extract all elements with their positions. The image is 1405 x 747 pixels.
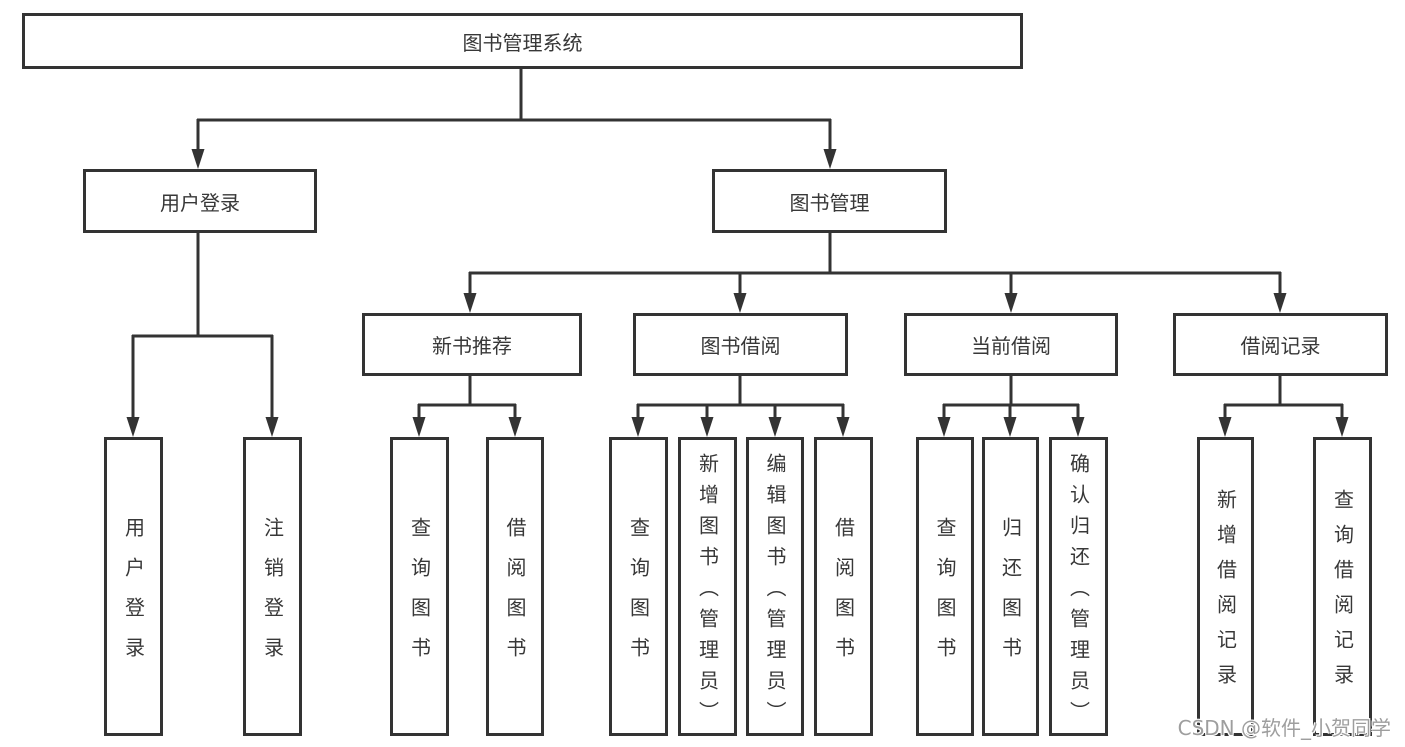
- node-label: 新增图书（管理员）: [695, 452, 720, 732]
- csdn-watermark: CSDN @软件_小贺同学: [1177, 716, 1391, 740]
- node-label: 查询图书: [407, 516, 432, 677]
- node-new-book-recommend: 新书推荐: [362, 313, 582, 376]
- node-label: 归还图书: [998, 516, 1023, 677]
- node-borrow-records: 借阅记录: [1173, 313, 1388, 376]
- node-current-borrow: 当前借阅: [904, 313, 1118, 376]
- leaf-query-books-recommend: 查询图书: [390, 437, 449, 736]
- arrowheads: [126, 149, 1349, 437]
- leaf-logout: 注销登录: [243, 437, 302, 736]
- node-label: 用户登录: [160, 190, 240, 215]
- node-label: 查询图书: [933, 516, 957, 677]
- leaf-edit-book-admin: 编辑图书（管理员）: [746, 437, 804, 736]
- leaf-borrow-books: 借阅图书: [814, 437, 873, 736]
- node-label: 借阅图书: [503, 516, 527, 677]
- node-label: 图书借阅: [700, 334, 781, 358]
- leaf-add-book-admin: 新增图书（管理员）: [678, 437, 737, 736]
- leaf-add-borrow-record: 新增借阅记录: [1197, 437, 1254, 736]
- leaf-return-books: 归还图书: [982, 437, 1039, 736]
- node-label: 新书推荐: [432, 334, 512, 358]
- leaf-query-borrow-record: 查询借阅记录: [1313, 437, 1372, 736]
- node-label: 确认归还（管理员）: [1066, 452, 1091, 732]
- node-label: 图书管理: [789, 190, 870, 215]
- leaf-borrow-books-recommend: 借阅图书: [486, 437, 544, 736]
- node-label: 借阅图书: [831, 516, 856, 677]
- node-book-borrow: 图书借阅: [633, 313, 848, 376]
- node-label: 编辑图书（管理员）: [763, 452, 787, 732]
- leaf-user-login: 用户登录: [104, 437, 163, 736]
- node-book-management: 图书管理: [712, 169, 947, 233]
- leaf-query-books-current: 查询图书: [916, 437, 974, 736]
- node-label: 借阅记录: [1240, 334, 1321, 358]
- node-label: 注销登录: [260, 516, 285, 677]
- node-label: 新增借阅记录: [1213, 489, 1238, 699]
- leaf-query-books-borrow: 查询图书: [609, 437, 668, 736]
- node-label: 查询图书: [626, 516, 651, 677]
- node-label: 当前借阅: [971, 334, 1051, 358]
- node-user-login: 用户登录: [83, 169, 317, 233]
- node-label: 查询借阅记录: [1330, 489, 1355, 699]
- node-library-system: 图书管理系统: [22, 13, 1023, 69]
- leaf-confirm-return-admin: 确认归还（管理员）: [1049, 437, 1108, 736]
- node-label: 图书管理系统: [462, 30, 583, 55]
- node-label: 用户登录: [121, 516, 146, 677]
